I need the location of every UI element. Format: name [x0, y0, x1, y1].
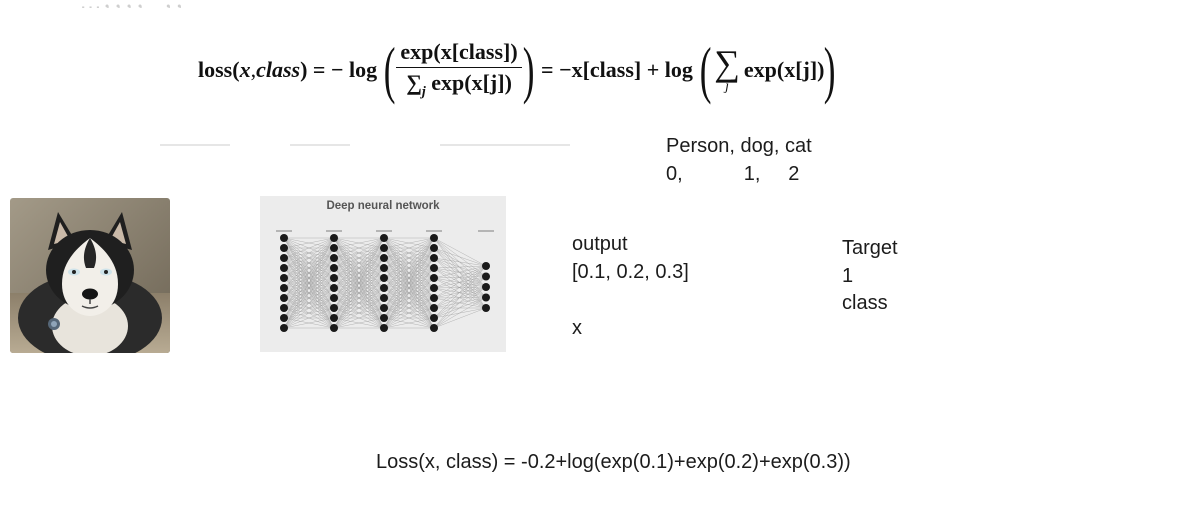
nn-node [380, 284, 388, 292]
right-paren: ) [522, 38, 534, 102]
denominator-body: exp(x[j]) [426, 70, 512, 95]
husky-photo [10, 198, 170, 353]
formula-sum: ∑ j [714, 45, 740, 95]
nn-node [482, 294, 490, 302]
nn-node [430, 264, 438, 272]
denominator-sum-sign: ∑ [406, 70, 422, 95]
nn-node [280, 264, 288, 272]
formula-eq-log: ) = − log [300, 57, 377, 83]
nn-edge [434, 308, 486, 318]
nn-node [280, 284, 288, 292]
nn-node [430, 254, 438, 262]
class-names: Person, dog, cat [666, 132, 812, 160]
nn-layer-caption [478, 230, 494, 232]
nn-node [280, 304, 288, 312]
formula-denominator: ∑j exp(x[j]) [406, 68, 512, 100]
nn-node [330, 264, 338, 272]
nn-node [380, 274, 388, 282]
nn-layer-caption [426, 230, 442, 232]
right-paren-2: ) [823, 38, 835, 102]
nn-edge [434, 238, 486, 266]
nn-node [430, 304, 438, 312]
nn-node [330, 324, 338, 332]
sum-sign: ∑ [714, 45, 740, 81]
nn-node [380, 254, 388, 262]
nn-edge [434, 266, 486, 328]
nn-node [430, 274, 438, 282]
nn-edge [434, 287, 486, 298]
target-label: Target [842, 234, 898, 262]
nn-node [280, 324, 288, 332]
nn-node [330, 274, 338, 282]
nn-node [280, 294, 288, 302]
nn-node [482, 304, 490, 312]
nn-node [482, 273, 490, 281]
formula-lhs: loss( [198, 57, 240, 83]
top-faded-text: ...，，，， ，， [80, 0, 1190, 8]
target-value: 1 [842, 262, 853, 290]
nn-edge [434, 287, 486, 318]
output-value: [0.1, 0.2, 0.3] [572, 258, 689, 286]
nn-node [330, 234, 338, 242]
left-paren-2: ( [700, 38, 712, 102]
nn-node [430, 234, 438, 242]
nn-node [430, 294, 438, 302]
nn-node [380, 244, 388, 252]
nn-node [482, 283, 490, 291]
nn-node [482, 262, 490, 270]
nn-node [430, 324, 438, 332]
output-label: output [572, 230, 628, 258]
formula-var-x: x [240, 57, 251, 83]
output-var: x [572, 314, 582, 342]
nn-node [280, 244, 288, 252]
nn-node [280, 254, 288, 262]
formula-fraction: exp(x[class]) ∑j exp(x[j]) [396, 39, 521, 100]
left-paren: ( [384, 38, 396, 102]
faint-divider [440, 144, 570, 146]
nn-node [430, 314, 438, 322]
formula-numerator: exp(x[class]) [396, 39, 521, 68]
nn-edge [434, 258, 486, 266]
class-indices: 0, 1, 2 [666, 160, 799, 188]
nn-edge [434, 277, 486, 309]
cross-entropy-formula: loss( x , class ) = − log ( exp(x[class]… [198, 30, 834, 110]
nn-node [330, 304, 338, 312]
nn-node [330, 254, 338, 262]
nn-node [380, 324, 388, 332]
nn-edge [434, 308, 486, 328]
nn-layer-caption [326, 230, 342, 232]
nn-edge [434, 288, 486, 298]
faint-divider [290, 144, 350, 146]
nn-node [430, 284, 438, 292]
nn-node [280, 314, 288, 322]
nn-layer-caption [276, 230, 292, 232]
nn-node [330, 284, 338, 292]
nn-node [430, 244, 438, 252]
formula-var-class: class [256, 57, 300, 83]
nn-node [380, 264, 388, 272]
loss-example: Loss(x, class) = -0.2+log(exp(0.1)+exp(0… [376, 448, 851, 476]
nn-node [380, 234, 388, 242]
sum-sub: j [725, 79, 729, 95]
nn-layer-caption [376, 230, 392, 232]
faint-divider [160, 144, 230, 146]
nn-edge [434, 298, 486, 319]
neural-network-diagram [260, 196, 506, 352]
nn-node [330, 244, 338, 252]
nn-node [380, 294, 388, 302]
nn-node [330, 294, 338, 302]
target-var: class [842, 289, 888, 317]
nn-node [330, 314, 338, 322]
nn-node [280, 234, 288, 242]
formula-middle: = −x[class] + log [541, 57, 693, 83]
nn-node [280, 274, 288, 282]
nn-node [380, 314, 388, 322]
nn-node [380, 304, 388, 312]
formula-sum-body: exp(x[j]) [744, 57, 825, 83]
